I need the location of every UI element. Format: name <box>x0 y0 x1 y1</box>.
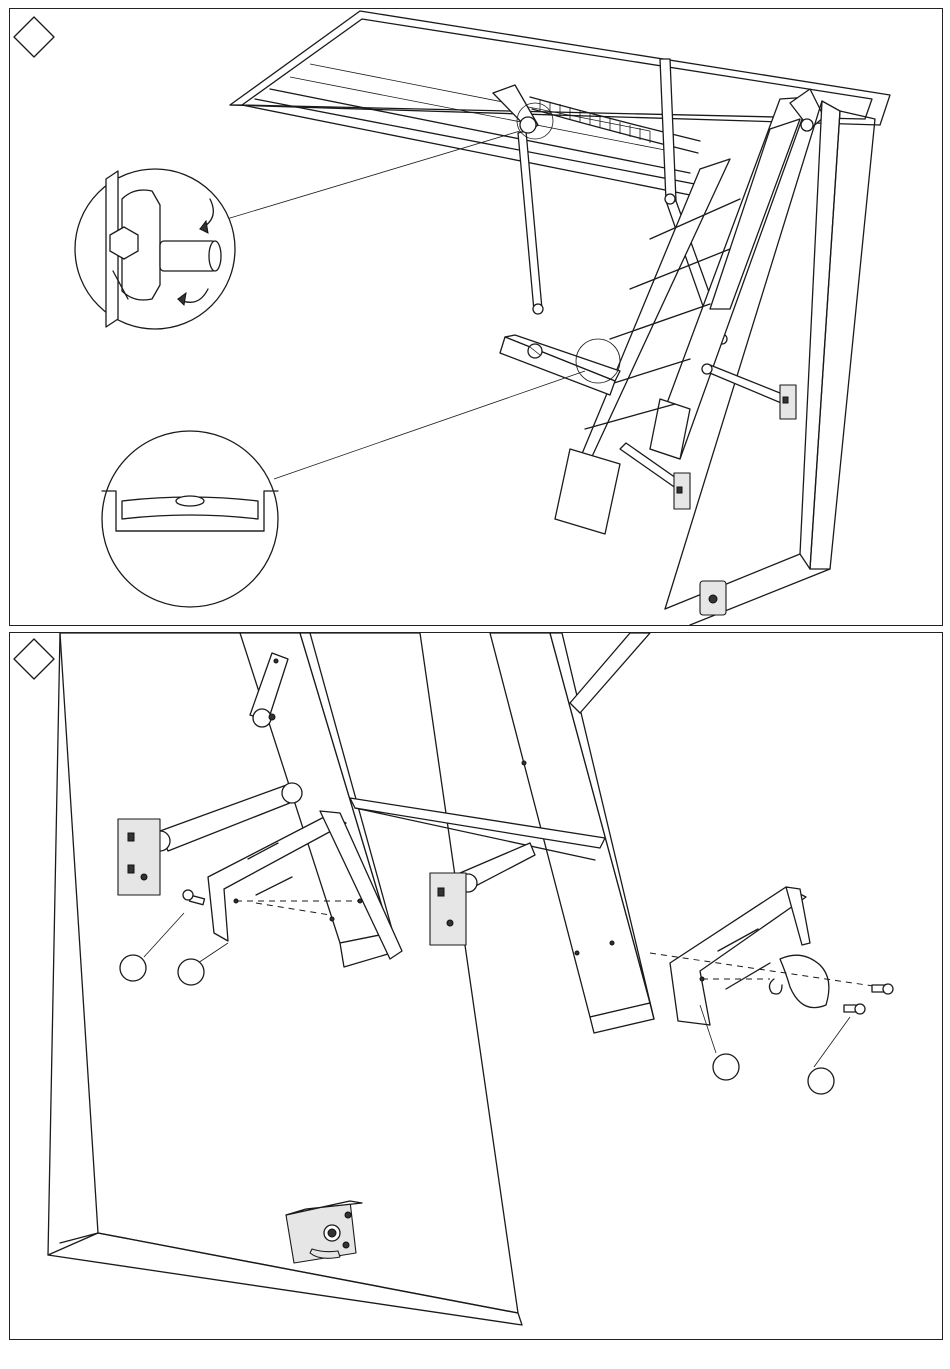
diagram-step-2 <box>10 633 942 1339</box>
panel-step-1 <box>9 8 943 626</box>
side-arm-upper <box>702 364 796 419</box>
ladder <box>555 89 824 534</box>
number-circle-3 <box>713 1054 739 1080</box>
right-bracket-plate <box>650 887 893 1067</box>
spirit-level-bar <box>500 335 620 395</box>
callout-spirit-level <box>102 371 585 607</box>
middle-arm <box>430 843 535 945</box>
tension-spring <box>530 97 700 153</box>
diamond-step-marker-icon <box>14 17 54 57</box>
number-circle-2 <box>178 959 204 985</box>
diagram-step-1 <box>10 9 942 625</box>
screw-icon <box>183 890 205 905</box>
callout-pivot-bolt <box>75 131 520 329</box>
panel-step-2 <box>9 632 943 1340</box>
screw-icon <box>844 1004 865 1014</box>
hinge-arm-left <box>493 85 553 314</box>
number-circle-4 <box>808 1068 834 1094</box>
screw-icon <box>872 984 893 994</box>
bracket-plate-icon <box>670 887 806 1025</box>
door-latch-box <box>700 581 726 615</box>
diamond-step-marker-icon <box>14 639 54 679</box>
door-latch-box <box>286 1201 362 1263</box>
number-circle-1 <box>120 955 146 981</box>
